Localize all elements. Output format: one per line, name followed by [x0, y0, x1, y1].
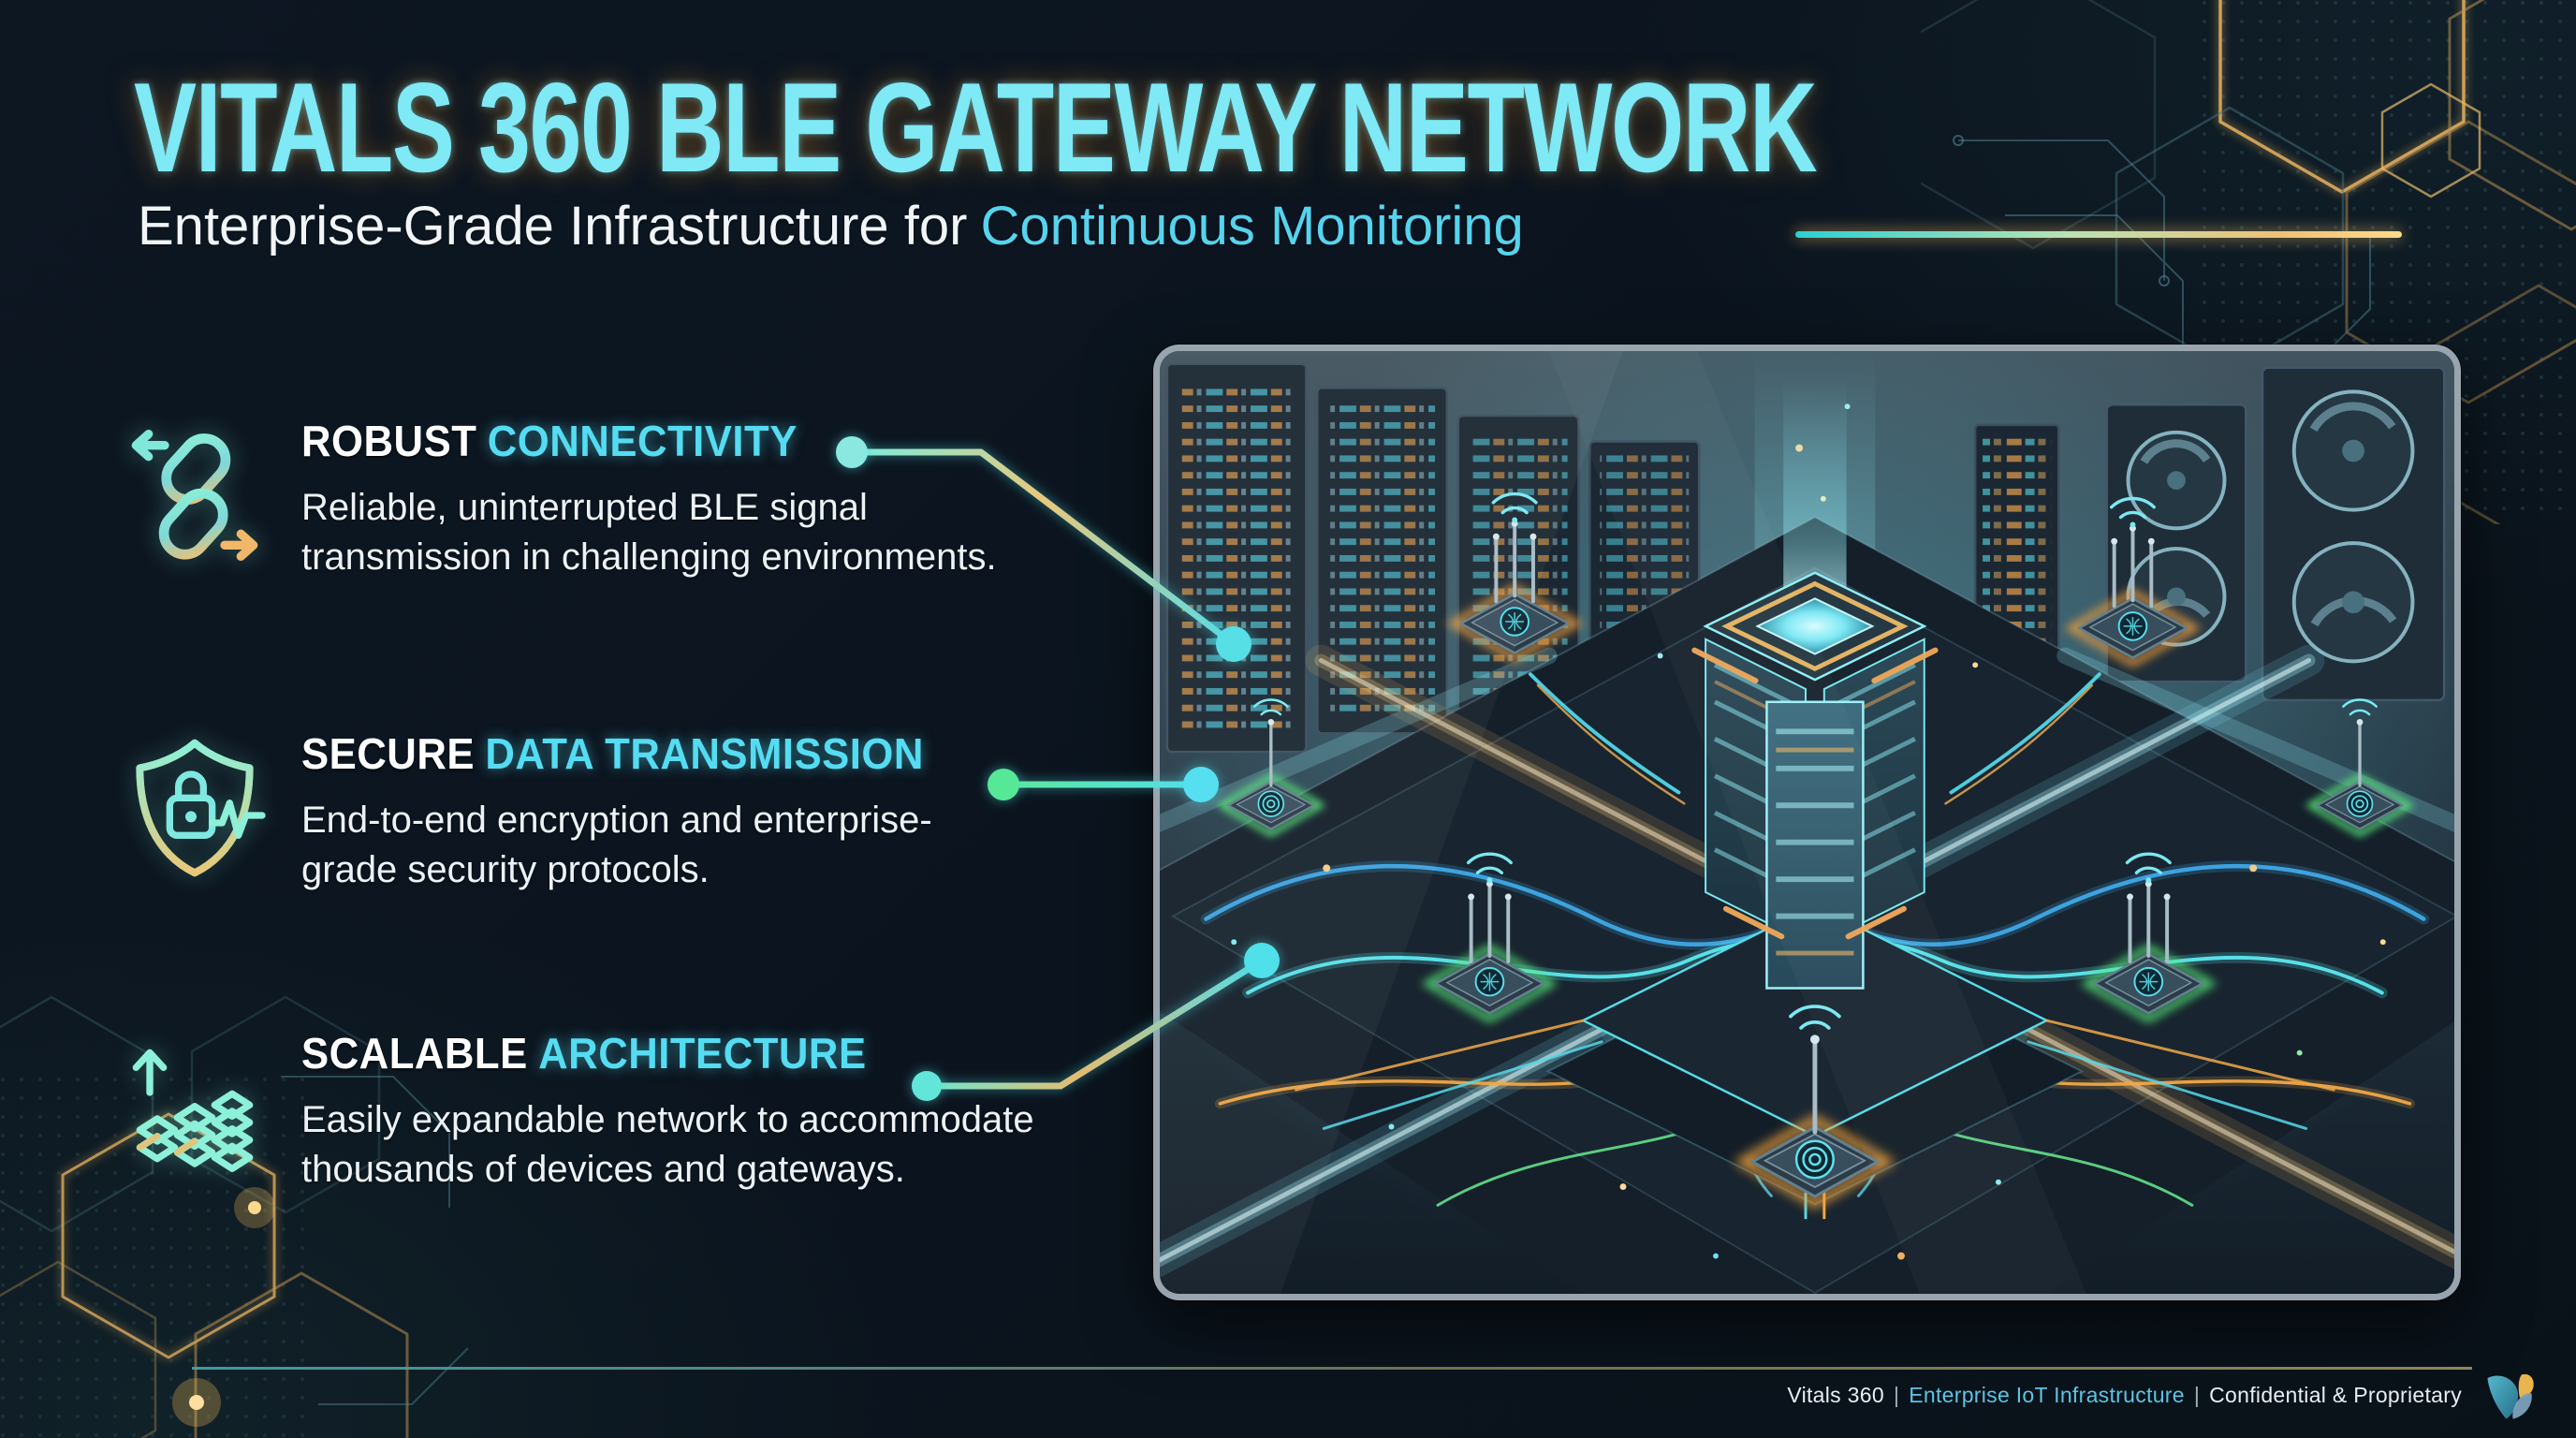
shield-lock-pulse-icon	[136, 739, 266, 877]
ble-gateway-network-illustration	[1160, 351, 2454, 1294]
subtitle-rule	[1795, 231, 2402, 238]
feature-description: Easily expandable network to accommodate…	[301, 1099, 1034, 1191]
feature-description: End-to-end encryption and enterprise-gra…	[301, 800, 932, 891]
feature-description: Reliable, uninterrupted BLE signal trans…	[301, 487, 997, 579]
scale-up-stack-icon	[132, 1049, 254, 1172]
footer: Vitals 360|Enterprise IoT Infrastructure…	[1787, 1383, 2462, 1407]
subtitle-accent: Continuous Monitoring	[980, 196, 1524, 257]
page-title: VITALS 360 BLE GATEWAY NETWORK	[134, 56, 1818, 198]
subtitle-plain: Enterprise-Grade Infrastructure for	[138, 196, 968, 257]
footer-middle: Enterprise IoT Infrastructure	[1909, 1383, 2185, 1407]
chain-link-icon	[131, 430, 258, 561]
sparkles	[1231, 653, 2386, 1260]
vitals-v-logo	[2487, 1373, 2534, 1419]
footer-right: Confidential & Proprietary	[2209, 1383, 2462, 1407]
footer-rule	[192, 1367, 2472, 1370]
central-server-tower	[1295, 378, 2335, 1220]
footer-brand: Vitals 360	[1787, 1383, 1884, 1407]
network-illustration-panel	[1153, 345, 2461, 1300]
hex-circuit-decoration-bottom-left	[0, 995, 469, 1438]
